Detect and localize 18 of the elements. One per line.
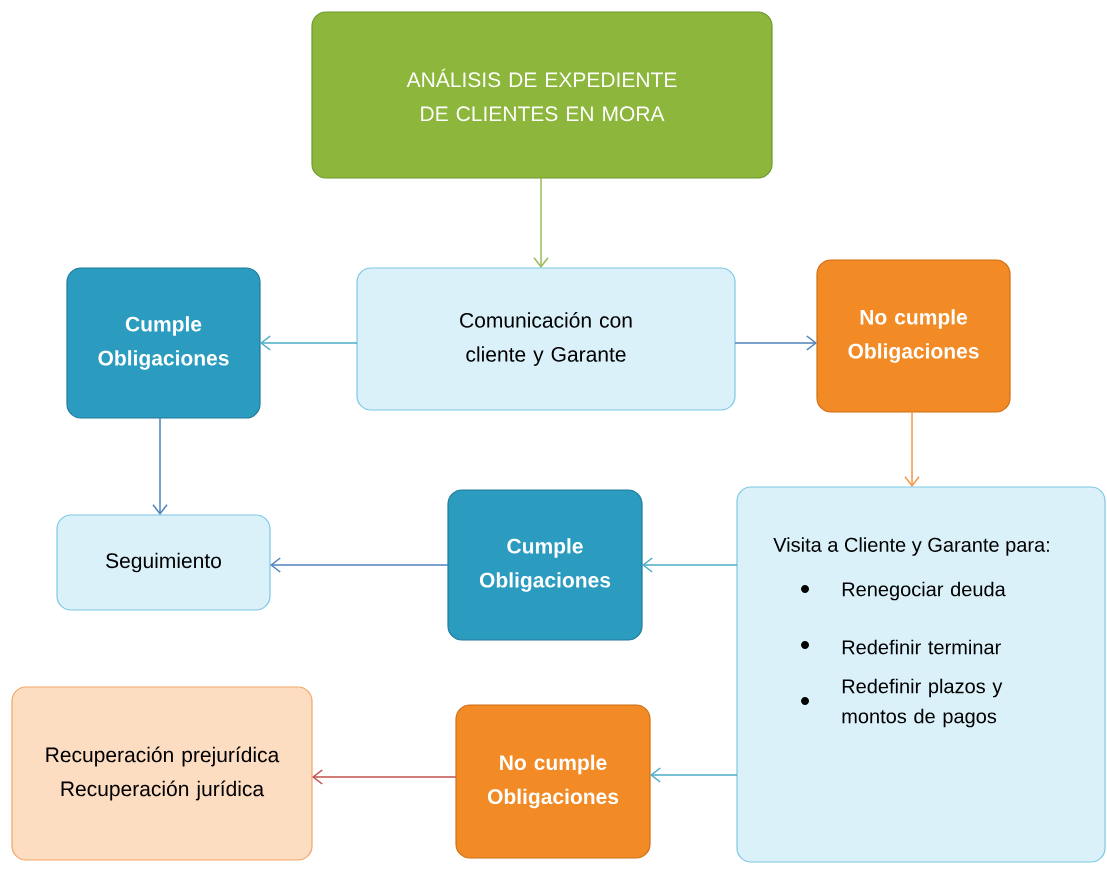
arrow [260, 335, 358, 351]
arrow [734, 335, 817, 351]
list-box: Visita a Cliente y Garante para: Renegociar deuda Redefinir terminar Redefinir plazos y montos de pagos [736, 486, 1106, 863]
outcome-box: No cumple Obligaciones [455, 704, 651, 859]
arrow [642, 557, 738, 573]
arrow [312, 769, 457, 785]
arrow [270, 557, 449, 573]
outcome-box: Cumple Obligaciones [447, 489, 643, 641]
result-box: Recuperación prejurídica Recuperación jurídica [11, 686, 313, 861]
outcome-box: Cumple Obligaciones [66, 267, 261, 419]
arrow [904, 411, 920, 487]
arrow [533, 177, 549, 268]
arrow [152, 417, 168, 515]
process-box: Comunicación con cliente y Garante [356, 267, 736, 411]
process-box: Seguimiento [56, 514, 271, 611]
outcome-box: No cumple Obligaciones [816, 259, 1011, 413]
arrow [650, 767, 738, 783]
title-box: ANÁLISIS DE EXPEDIENTE DE CLIENTES EN MORA [311, 11, 773, 179]
